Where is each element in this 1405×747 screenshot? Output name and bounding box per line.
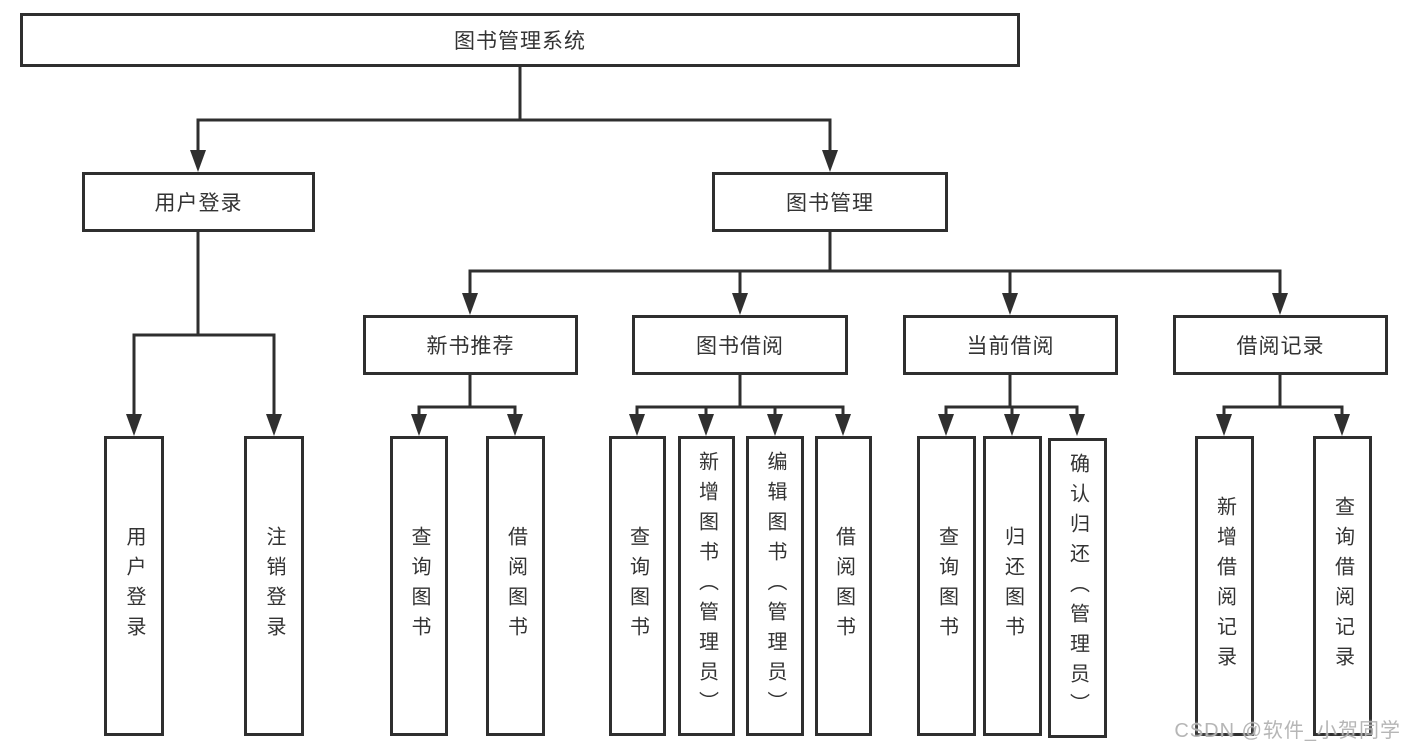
leaf-bb-edit-books-admin: 编辑图书（管理员）: [746, 436, 804, 736]
csdn-watermark: CSDN @软件_小贺同学: [1174, 720, 1401, 742]
node-root-label: 图书管理系统: [454, 30, 586, 53]
leaf-cb-return-books: 归还图书: [983, 436, 1042, 736]
leaf-bb-add-books-admin: 新增图书（管理员）: [678, 436, 735, 736]
leaf-user-login-label: 用户登录: [123, 526, 145, 646]
leaf-cb-query-books-label: 查询图书: [935, 526, 958, 646]
leaf-logout-label: 注销登录: [263, 526, 285, 646]
leaf-nbr-query-books-label: 查询图书: [408, 526, 430, 646]
leaf-bb-add-books-admin-label: 新增图书（管理员）: [695, 451, 718, 721]
leaf-nbr-borrow-books-label: 借阅图书: [504, 526, 527, 646]
connector-user-login-children: [126, 230, 282, 436]
leaf-bb-borrow-books-label: 借阅图书: [832, 526, 855, 646]
connector-book-mgmt-children: [462, 230, 1288, 315]
node-current-borrow: 当前借阅: [903, 315, 1118, 375]
connector-current-borrow-children: [938, 373, 1085, 436]
connector-book-borrow-children: [629, 373, 851, 436]
node-book-mgmt: 图书管理: [712, 172, 948, 232]
leaf-logout: 注销登录: [244, 436, 304, 736]
leaf-br-query-record-label: 查询借阅记录: [1331, 496, 1354, 676]
node-borrow-records: 借阅记录: [1173, 315, 1388, 375]
connector-borrow-records-children: [1216, 373, 1350, 436]
node-current-borrow-label: 当前借阅: [966, 335, 1055, 358]
leaf-cb-confirm-return-admin: 确认归还（管理员）: [1048, 438, 1107, 738]
node-borrow-records-label: 借阅记录: [1236, 335, 1325, 358]
leaf-nbr-borrow-books: 借阅图书: [486, 436, 545, 736]
leaf-bb-borrow-books: 借阅图书: [815, 436, 872, 736]
leaf-cb-confirm-return-admin-label: 确认归还（管理员）: [1066, 453, 1089, 723]
node-user-login-label: 用户登录: [154, 192, 243, 215]
node-root: 图书管理系统: [20, 13, 1020, 67]
leaf-bb-query-books: 查询图书: [609, 436, 666, 736]
leaf-cb-return-books-label: 归还图书: [1001, 526, 1024, 646]
leaf-br-query-record: 查询借阅记录: [1313, 436, 1372, 736]
leaf-cb-query-books: 查询图书: [917, 436, 976, 736]
leaf-user-login: 用户登录: [104, 436, 164, 736]
leaf-bb-edit-books-admin-label: 编辑图书（管理员）: [764, 451, 786, 721]
connector-root-to-level2: [190, 65, 838, 172]
leaf-br-add-record: 新增借阅记录: [1195, 436, 1254, 736]
node-book-borrow: 图书借阅: [632, 315, 848, 375]
connector-new-book-rec-children: [411, 373, 523, 436]
node-new-book-rec-label: 新书推荐: [426, 335, 515, 358]
node-new-book-rec: 新书推荐: [363, 315, 578, 375]
leaf-br-add-record-label: 新增借阅记录: [1213, 496, 1236, 676]
leaf-bb-query-books-label: 查询图书: [626, 526, 649, 646]
node-book-mgmt-label: 图书管理: [786, 192, 874, 215]
node-book-borrow-label: 图书借阅: [696, 335, 784, 358]
leaf-nbr-query-books: 查询图书: [390, 436, 448, 736]
node-user-login: 用户登录: [82, 172, 315, 232]
